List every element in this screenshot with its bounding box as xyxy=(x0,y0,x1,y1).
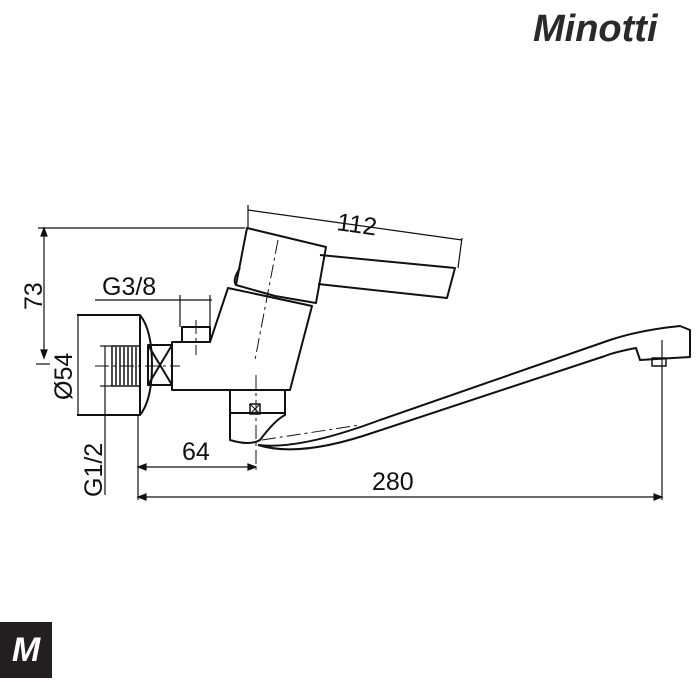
spout xyxy=(257,325,691,451)
mixer-body xyxy=(171,287,313,391)
dimension-73: 73 xyxy=(20,282,48,310)
dimension-112: 112 xyxy=(335,208,378,241)
handle-cap xyxy=(235,227,327,304)
dimension-g1-2: G1/2 xyxy=(80,443,108,497)
dimension-64: 64 xyxy=(182,438,210,466)
dimension-280: 280 xyxy=(372,468,414,496)
minotti-logo: Minotti xyxy=(533,8,658,50)
dimension-diameter-54: Ø54 xyxy=(50,353,78,400)
minotti-badge: M xyxy=(0,622,52,678)
lever xyxy=(317,254,456,299)
dimension-g3-8: G3/8 xyxy=(102,273,156,301)
spout-collar xyxy=(229,390,286,444)
